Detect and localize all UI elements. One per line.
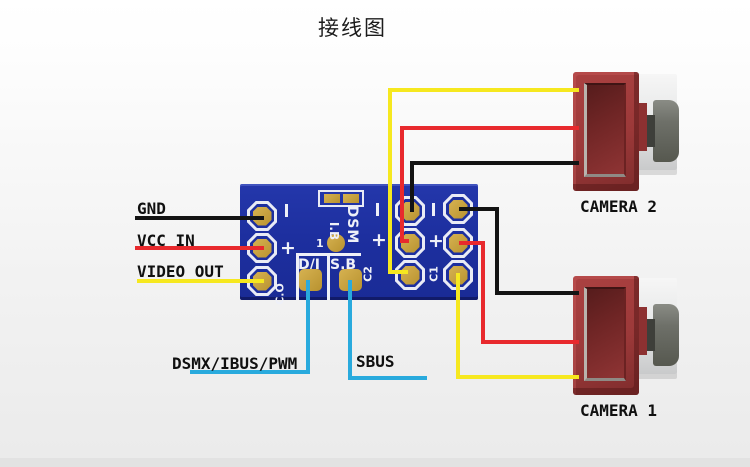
minus-marking-left: [285, 204, 288, 217]
solder-pad-gnd-out: [247, 201, 277, 231]
camera-bracket: [573, 276, 639, 395]
silkscreen-divider-middle: [327, 253, 330, 300]
smd-pad-right: [343, 194, 359, 203]
diagram-title: 接线图: [318, 16, 387, 40]
silkscreen-divider-left: [296, 253, 299, 300]
dsm-marking: DSM: [344, 205, 360, 245]
minus-marking-c2: [376, 203, 379, 216]
switcher-pcb: 1 + + + C.O C2 C1 DSM I.B D/I S.B: [240, 184, 478, 305]
solder-pad-c1-video: [443, 260, 473, 290]
solder-pad-c2-vcc: [395, 228, 425, 258]
solder-pad-c2-video: [395, 260, 425, 290]
bottom-strip: [0, 458, 750, 467]
plus-marking-c2: +: [371, 229, 387, 251]
label-dsmx-ibus-pwm: DSMX/IBUS/PWM: [172, 354, 298, 373]
round-pad: [327, 234, 345, 252]
solder-pad-di-signal: [299, 269, 322, 291]
label-camera-2: CAMERA 2: [580, 197, 658, 216]
solder-pad-sb-signal: [339, 269, 362, 291]
camera-lens-barrel: [653, 304, 679, 366]
solder-pad-c1-vcc: [443, 228, 473, 258]
label-video-out: VIDEO OUT: [137, 262, 224, 281]
camera-bracket-recess: [584, 287, 626, 381]
solder-pad-c2-gnd: [395, 196, 425, 226]
smd-footprint: [318, 190, 364, 207]
camera-bracket: [573, 72, 639, 191]
c2-marking: C2: [361, 266, 375, 282]
c1-marking: C1: [427, 266, 441, 282]
plus-marking-left: +: [280, 237, 296, 259]
smd-pad-left: [324, 194, 340, 203]
label-sbus: SBUS: [356, 352, 395, 371]
solder-pad-vcc-in: [247, 233, 277, 263]
label-gnd: GND: [137, 199, 166, 218]
camera-2-module: [573, 72, 681, 192]
ib-marking: I.B: [327, 221, 341, 241]
solder-pad-c1-gnd: [443, 194, 473, 224]
plus-marking-c1: +: [428, 230, 444, 252]
camera-1-module: [573, 276, 681, 396]
label-vcc-in: VCC IN: [137, 231, 195, 250]
camera-lens-barrel: [653, 100, 679, 162]
pin1-marking: 1: [316, 237, 324, 250]
co-marking: C.O: [273, 283, 287, 305]
minus-marking-c1: [432, 203, 435, 216]
label-camera-1: CAMERA 1: [580, 401, 658, 420]
solder-pad-video-out: [247, 266, 277, 296]
camera-bracket-recess: [584, 83, 626, 177]
